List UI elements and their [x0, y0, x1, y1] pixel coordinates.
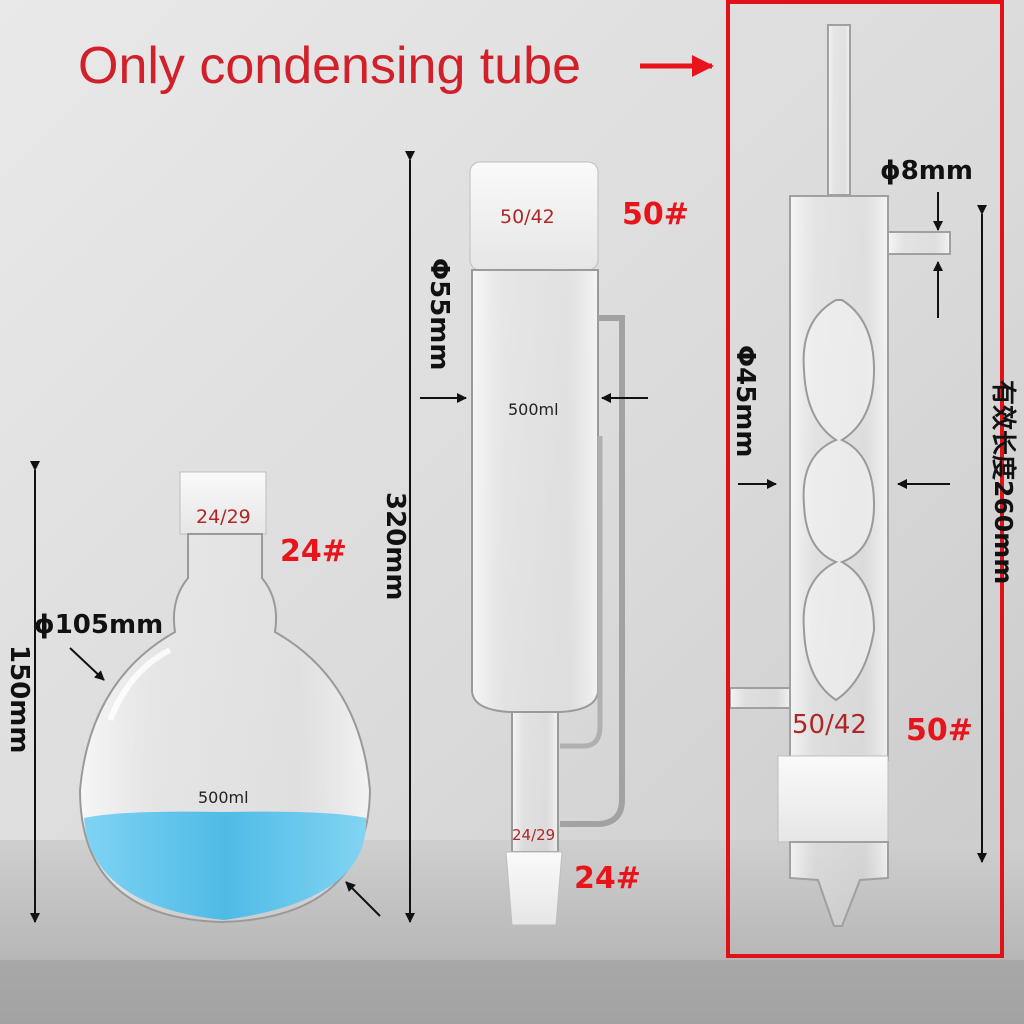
condenser-drip-tip — [789, 841, 889, 927]
condenser-water-port-top — [887, 231, 951, 255]
extractor-top-size-label: 50# — [622, 197, 689, 232]
condenser-size-label: 50# — [906, 713, 973, 748]
extractor-top-joint-label: 50/42 — [500, 206, 555, 228]
extractor-bottom-joint — [505, 851, 563, 926]
condenser-joint-label: 50/42 — [792, 710, 867, 740]
flask-diameter-label: ϕ105mm — [34, 610, 164, 640]
condenser-bulbs — [802, 299, 876, 702]
condenser-ground-joint — [777, 755, 889, 843]
round-bottom-flask — [78, 471, 372, 924]
flask-height-label: 150mm — [4, 645, 34, 754]
extractor-diameter-label: Φ55mm — [424, 258, 454, 371]
flask-joint-label: 24/29 — [196, 506, 251, 528]
extractor-bottom-joint-label: 24/29 — [512, 826, 556, 844]
extractor-bottom-size-label: 24# — [574, 861, 641, 896]
flask-diameter-arrow-bottom — [345, 881, 381, 917]
table-edge — [0, 960, 1024, 1024]
flask-ground-joint — [179, 471, 267, 535]
flask-liquid — [84, 811, 367, 920]
flask-diameter-arrow-top — [69, 647, 105, 681]
vapour-side-arm — [560, 315, 625, 827]
extractor-volume-label: 500ml — [508, 400, 559, 419]
flask-volume-label: 500ml — [198, 788, 249, 807]
extractor-body — [471, 269, 599, 713]
extractor-stem — [511, 711, 559, 853]
allihn-condenser — [729, 24, 951, 927]
flask-size-label: 24# — [280, 534, 347, 569]
condenser-port-diameter-label: ϕ8mm — [880, 156, 973, 186]
condenser-water-port-bottom — [729, 687, 791, 709]
highlight-box — [726, 0, 1004, 958]
extractor-height-label: 320mm — [380, 492, 410, 601]
soxhlet-extractor — [469, 161, 625, 926]
page-title: Only condensing tube — [78, 37, 582, 95]
condenser-diameter-label: Φ45mm — [730, 345, 760, 458]
siphon-tube — [560, 436, 603, 749]
condenser-length-label: 有效长度260mm — [989, 380, 1018, 585]
